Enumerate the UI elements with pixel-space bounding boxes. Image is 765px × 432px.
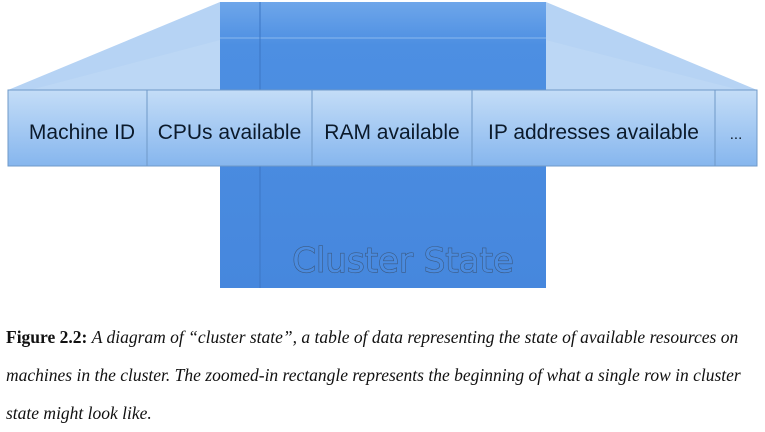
row-cell-label-machine-id: Machine ID (29, 121, 135, 144)
cluster-state-label: Cluster State (292, 241, 513, 281)
row-cell-machine-id (7, 89, 148, 167)
row-cell-label-ip: IP addresses available (488, 121, 699, 144)
row-cell-label-cpus: CPUs available (158, 121, 302, 144)
row-cell-label-ram: RAM available (324, 121, 459, 144)
caption-text: A diagram of “cluster state”, a table of… (6, 327, 741, 423)
cluster-row: Machine ID CPUs available RAM available … (7, 89, 758, 167)
figure-caption: Figure 2.2: A diagram of “cluster state”… (6, 318, 761, 432)
caption-label: Figure 2.2: (6, 327, 88, 347)
row-cell-more (714, 89, 758, 167)
row-cell-cpus (146, 89, 313, 167)
row-cell-label-more: ... (730, 126, 743, 143)
row-cell-ram (311, 89, 473, 167)
cluster-state-diagram: Machine ID CPUs available RAM available … (7, 2, 758, 288)
row-cell-ip (471, 89, 716, 167)
